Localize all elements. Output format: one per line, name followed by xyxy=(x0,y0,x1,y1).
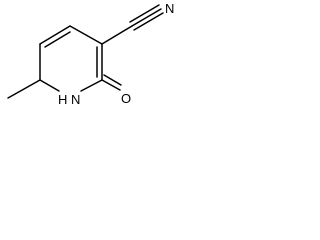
bond-c3-c4 xyxy=(69,25,103,45)
bond-cn-triple-1 xyxy=(131,8,162,27)
bond-cn-triple-3 xyxy=(133,12,164,31)
bond-c4-c5-inner xyxy=(44,31,71,48)
bond-n1-c2 xyxy=(80,79,103,92)
molecule-structure: N H N O xyxy=(7,1,174,107)
nitrile-nitrogen-label: N xyxy=(165,1,174,16)
bond-c3-cn xyxy=(101,25,133,45)
bond-cn-triple-2 xyxy=(129,4,160,23)
bond-c6-n1 xyxy=(39,79,60,92)
bond-c6-methyl xyxy=(7,79,41,99)
bond-c2-o-second xyxy=(103,74,122,86)
carbonyl-oxygen-label: O xyxy=(121,91,131,106)
ring-nh-label: H N xyxy=(58,92,80,107)
bond-c2-o xyxy=(101,79,121,91)
bond-c4-c5 xyxy=(39,25,71,45)
